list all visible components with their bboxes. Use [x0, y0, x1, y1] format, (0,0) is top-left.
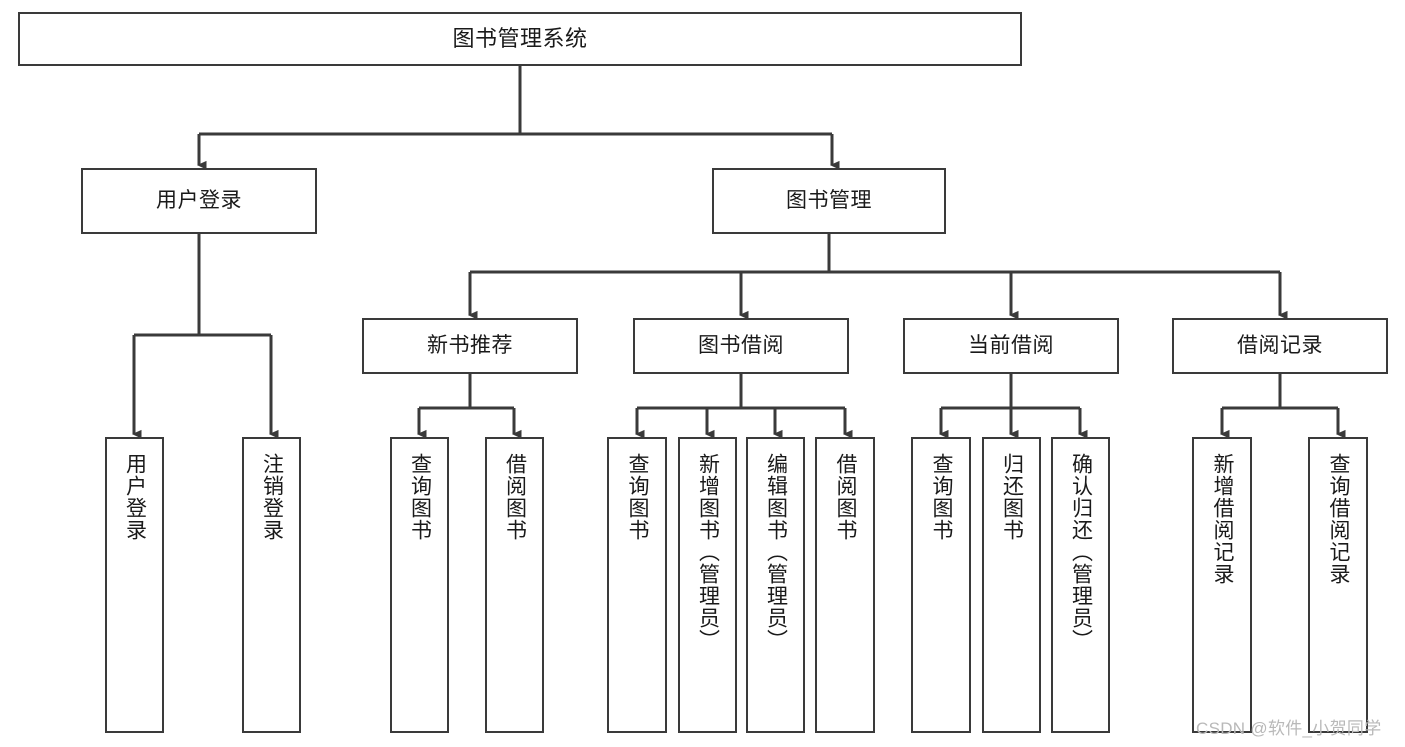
node-leaf-add-book-admin[interactable]: 新增图书（管理员）: [678, 437, 737, 733]
node-leaf-edit-book-admin-label: 编辑图书（管理员）: [764, 453, 788, 651]
node-leaf-add-borrow-record[interactable]: 新增借阅记录: [1192, 437, 1252, 733]
node-book-borrow[interactable]: 图书借阅: [633, 318, 849, 374]
node-leaf-user-login[interactable]: 用户登录: [105, 437, 164, 733]
node-leaf-current-query-book-label: 查询图书: [930, 453, 954, 541]
node-leaf-current-query-book[interactable]: 查询图书: [911, 437, 971, 733]
node-borrow-record-label: 借阅记录: [1237, 333, 1323, 357]
node-new-book-recommend-label: 新书推荐: [427, 333, 513, 357]
node-current-borrow[interactable]: 当前借阅: [903, 318, 1119, 374]
node-current-borrow-label: 当前借阅: [968, 333, 1054, 357]
node-book-management[interactable]: 图书管理: [712, 168, 946, 234]
node-root-system[interactable]: 图书管理系统: [18, 12, 1022, 66]
node-leaf-confirm-return-admin[interactable]: 确认归还（管理员）: [1051, 437, 1110, 733]
node-leaf-user-login-label: 用户登录: [123, 453, 147, 541]
node-leaf-logout-label: 注销登录: [260, 453, 284, 541]
node-new-book-recommend[interactable]: 新书推荐: [362, 318, 578, 374]
node-leaf-recommend-query-book[interactable]: 查询图书: [390, 437, 449, 733]
node-leaf-query-borrow-record[interactable]: 查询借阅记录: [1308, 437, 1368, 733]
node-root-system-label: 图书管理系统: [452, 26, 588, 52]
node-book-management-label: 图书管理: [786, 188, 872, 212]
node-leaf-query-borrow-record-label: 查询借阅记录: [1327, 453, 1351, 585]
watermark-text: CSDN @软件_小贺同学: [1196, 719, 1382, 738]
node-leaf-borrow-book-label: 借阅图书: [834, 453, 858, 541]
node-borrow-record[interactable]: 借阅记录: [1172, 318, 1388, 374]
node-leaf-add-borrow-record-label: 新增借阅记录: [1211, 453, 1235, 585]
node-book-borrow-label: 图书借阅: [698, 333, 784, 357]
node-leaf-add-book-admin-label: 新增图书（管理员）: [696, 453, 720, 651]
node-leaf-recommend-borrow-book-label: 借阅图书: [503, 453, 527, 541]
node-leaf-logout[interactable]: 注销登录: [242, 437, 301, 733]
node-leaf-borrow-query-book[interactable]: 查询图书: [607, 437, 667, 733]
node-user-login-label: 用户登录: [156, 188, 242, 212]
node-user-login[interactable]: 用户登录: [81, 168, 317, 234]
node-leaf-recommend-query-book-label: 查询图书: [408, 453, 432, 541]
node-leaf-confirm-return-admin-label: 确认归还（管理员）: [1069, 453, 1093, 651]
node-leaf-return-book-label: 归还图书: [1000, 453, 1024, 541]
node-leaf-return-book[interactable]: 归还图书: [982, 437, 1041, 733]
node-leaf-edit-book-admin[interactable]: 编辑图书（管理员）: [746, 437, 805, 733]
node-leaf-recommend-borrow-book[interactable]: 借阅图书: [485, 437, 544, 733]
node-leaf-borrow-book[interactable]: 借阅图书: [815, 437, 875, 733]
node-leaf-borrow-query-book-label: 查询图书: [626, 453, 650, 541]
